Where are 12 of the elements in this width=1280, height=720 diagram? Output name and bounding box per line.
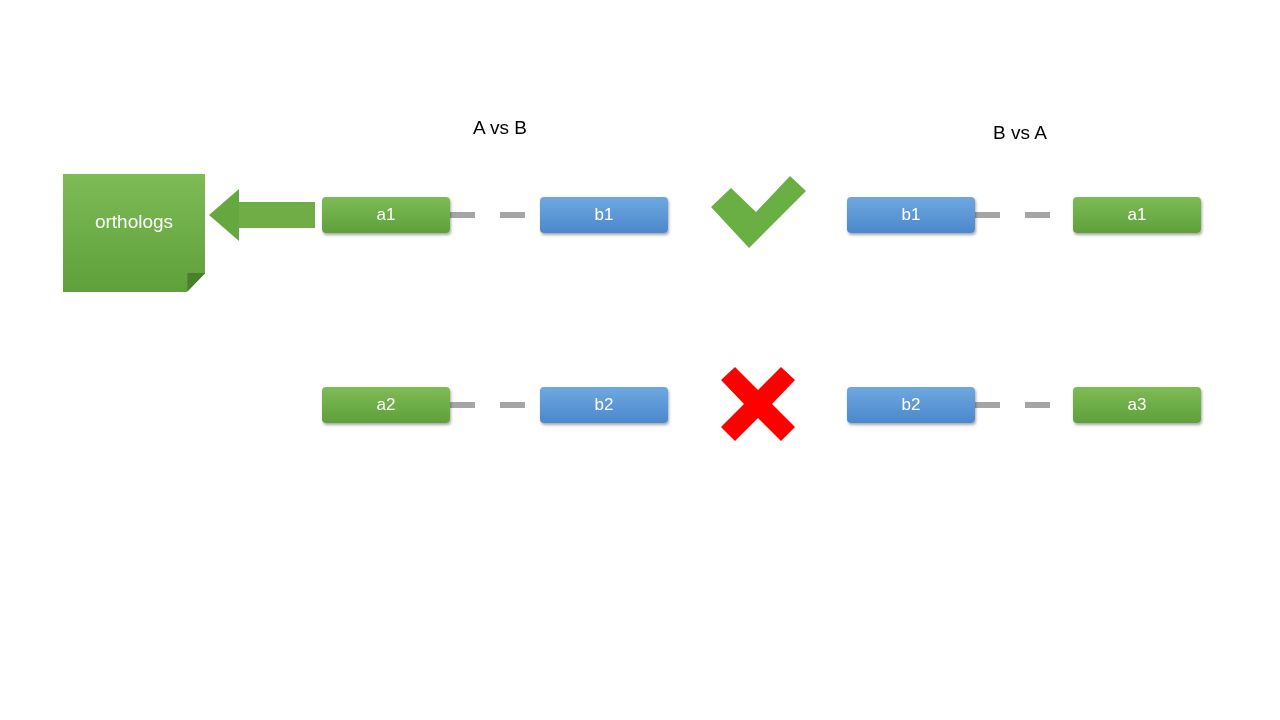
gene-box: b1 [540, 197, 668, 233]
gene-box: b2 [540, 387, 668, 423]
gene-box: a1 [1073, 197, 1201, 233]
gene-box: b2 [847, 387, 975, 423]
gene-box: a1 [322, 197, 450, 233]
gene-box: b1 [847, 197, 975, 233]
note-shape: orthologs [63, 174, 205, 292]
gene-box: a2 [322, 387, 450, 423]
gene-box: a3 [1073, 387, 1201, 423]
block-arrow [209, 189, 315, 241]
comparison-label: B vs A [992, 121, 1048, 145]
comparison-label: A vs B [472, 116, 528, 140]
